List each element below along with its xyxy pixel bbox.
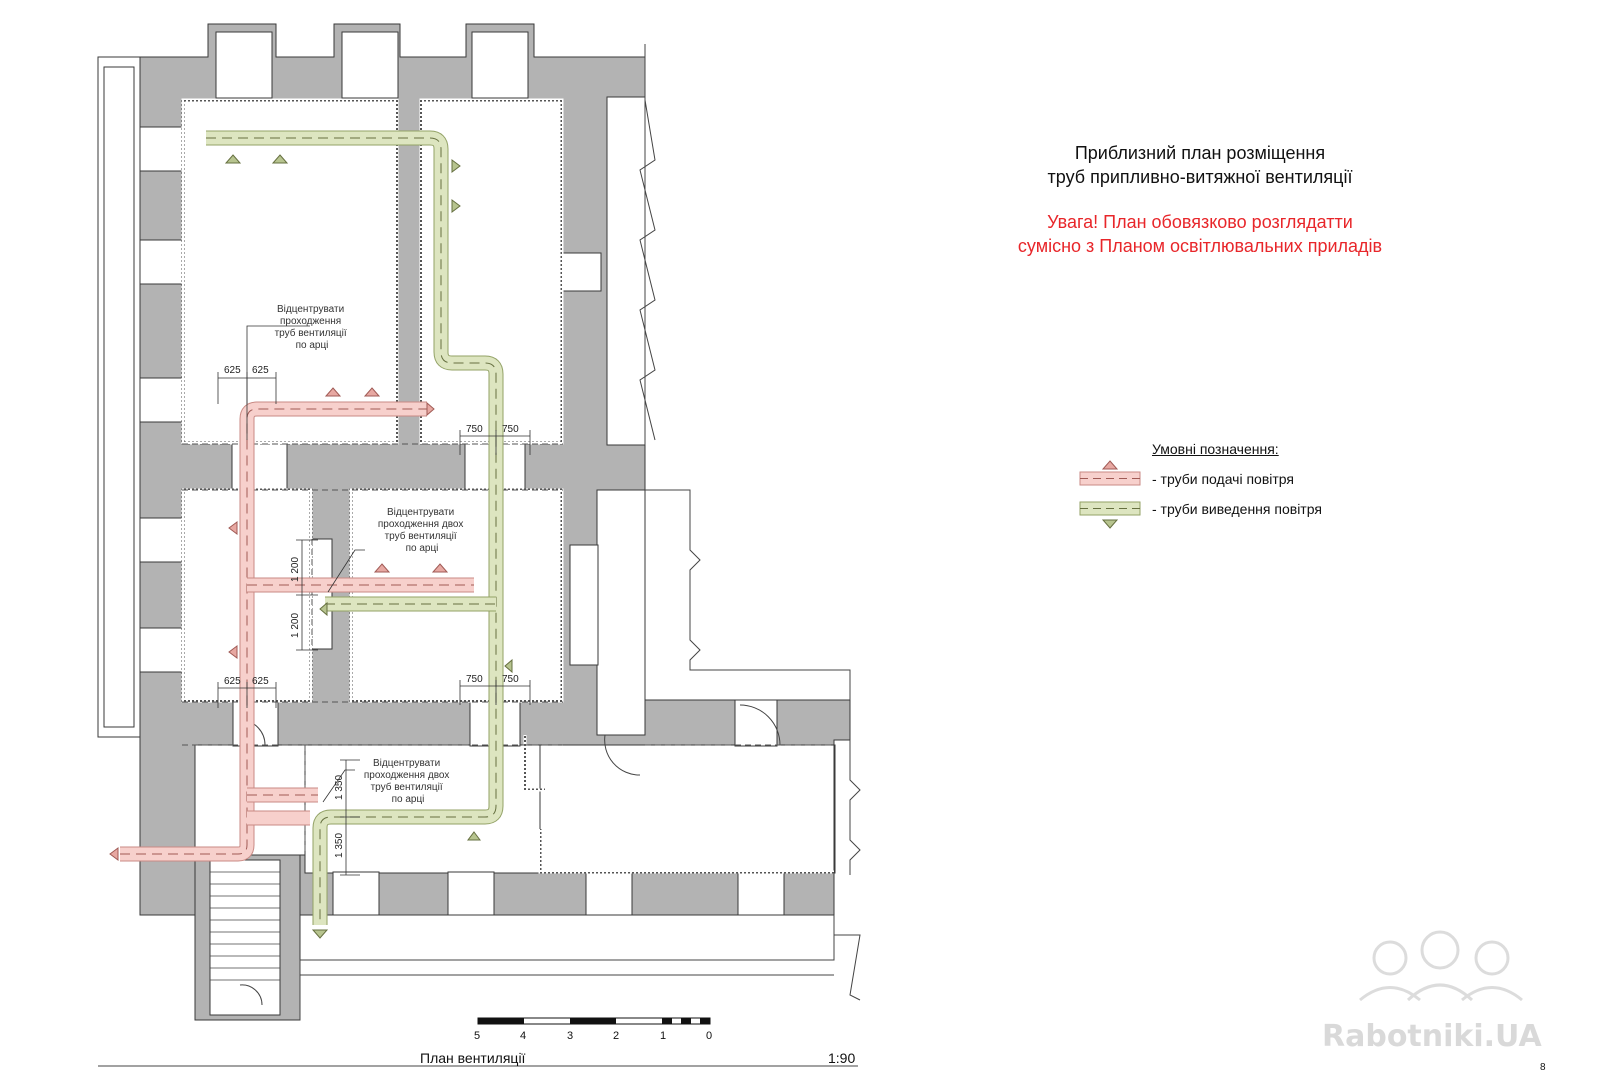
dim-750-1: 750 [466,424,483,435]
note-arch-double-1: Відцентрувати проходження двох труб вент… [378,507,466,554]
note-arch-double-2: Відцентрувати проходження двох труб вент… [364,758,452,805]
dim-625-1: 625 [224,365,241,376]
plan-label: План вентиляції [420,1050,526,1066]
exhaust-grilles [224,154,513,939]
legend-heading: Умовні позначення: [1152,441,1279,457]
site-boundary-lines [299,44,861,1020]
leader-lines [246,325,365,803]
dim-750-3: 750 [466,674,483,685]
dim-1350-2: 1 350 [334,833,345,858]
dim-750-2: 750 [502,424,519,435]
legend-exhaust-symbol [1079,501,1141,529]
dim-1200-1: 1 200 [290,557,301,582]
plan-title-line-1: Приблизний план розміщення [1074,143,1326,163]
dim-625-4: 625 [252,676,269,687]
watermark-text: Rabotniki.UA [1322,1019,1542,1054]
legend-exhaust-label: - труби виведення повітря [1152,501,1322,517]
scale-label-1: 1 [660,1030,666,1042]
supply-pipes [120,401,474,862]
page-number: 8 [1540,1062,1546,1073]
dim-1200-2: 1 200 [290,613,301,638]
dim-750-4: 750 [502,674,519,685]
scale-label-2: 2 [613,1030,619,1042]
scale-label-3: 3 [567,1030,573,1042]
note-arch-single: Відцентрувати проходження труб вентиляці… [275,304,350,351]
exhaust-pipes [206,130,504,925]
supply-grilles [109,387,449,861]
scale-label-4: 4 [520,1030,526,1042]
plan-title-line-2: труб припливно-витяжної вентиляції [1047,167,1353,187]
warning-line-1: Увага! План обовязково розглядатти [1047,212,1353,232]
dim-1350-1: 1 350 [334,775,345,800]
scale-bar [477,1017,711,1025]
stair [210,871,280,981]
plan-scale: 1:90 [828,1050,855,1066]
warning-line-2: сумісно з Планом освітлювальних приладів [1017,236,1383,256]
dim-625-3: 625 [224,676,241,687]
scale-label-5: 5 [474,1030,480,1042]
legend-supply-label: - труби подачі повітря [1152,471,1295,487]
scale-label-0: 0 [706,1030,712,1042]
dim-625-2: 625 [252,365,269,376]
legend-supply-symbol [1079,460,1141,486]
watermark-logo [1359,930,1523,1002]
